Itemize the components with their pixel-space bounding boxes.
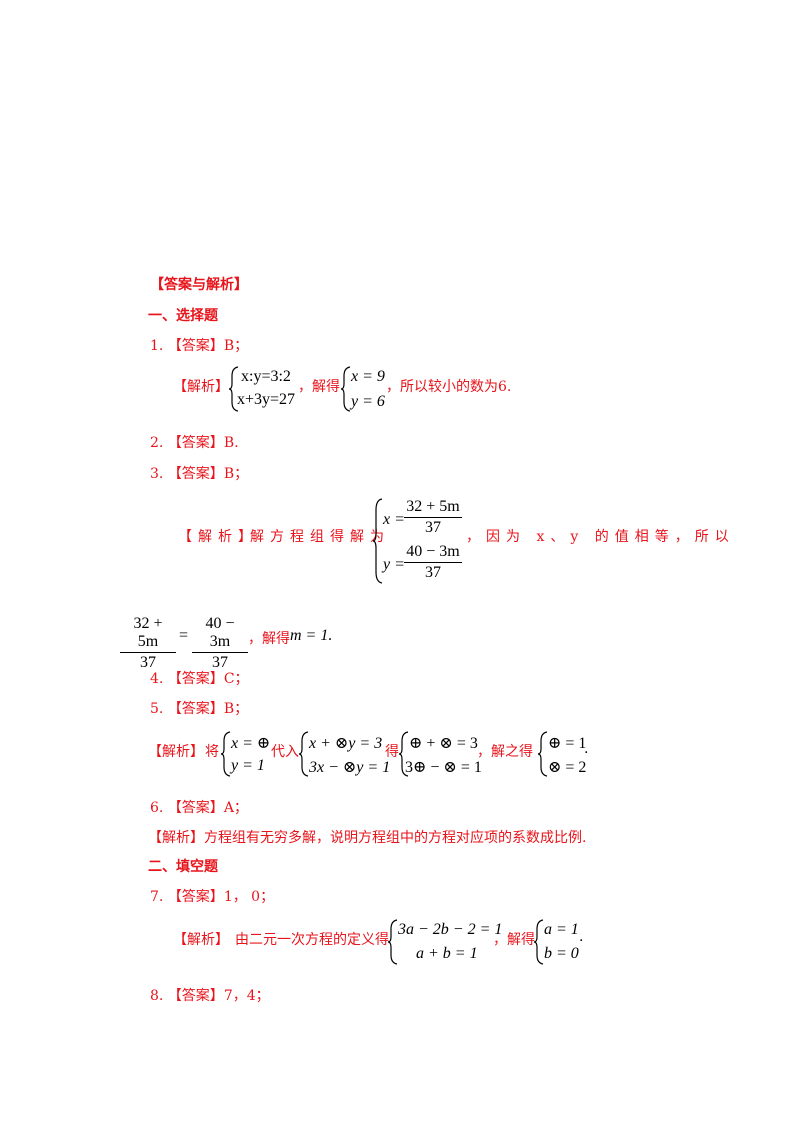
q6-analysis-text: 方程组有无穷多解，说明方程组中的方程对应项的系数成比例. — [204, 830, 587, 846]
q3-eq-tail: ，解得 — [248, 631, 290, 647]
q7-text2: ，解得 — [493, 932, 535, 948]
q3-text2: ，因为 x、y 的值相等，所以 — [466, 529, 735, 545]
q3-y-numerator: 40 − 3m — [406, 543, 460, 560]
q3-y-denominator: 37 — [425, 564, 441, 581]
q5-number: 5. — [150, 701, 164, 717]
q6-analysis-label: 【解析】 — [148, 830, 204, 846]
q5-c-eq1: ⊕ + ⊗ = 3 — [409, 735, 478, 752]
q7-number: 7. — [150, 889, 164, 905]
q3-x-denominator: 37 — [425, 519, 441, 536]
q5-answer-label: 【答案】 — [167, 701, 224, 717]
q2-answer: B. — [223, 435, 239, 451]
q1-answer-line: 1. 【答案】B； — [150, 335, 248, 355]
q5-text5: . — [584, 741, 589, 757]
q1-number: 1. — [150, 338, 164, 354]
q3-answer: B； — [223, 466, 249, 482]
q8-number: 8. — [150, 988, 164, 1004]
q5-text1: 将 — [205, 744, 219, 760]
q5-b-eq1: x + ⊗y = 3 — [309, 735, 383, 752]
q8-answer-line: 8. 【答案】7，4； — [150, 985, 270, 1005]
q8-answer: 7，4； — [223, 988, 270, 1004]
q3-answer-line: 3. 【答案】B； — [150, 463, 248, 483]
q6-answer-label: 【答案】 — [167, 800, 224, 816]
q3-eq-right-numerator: 40 − 3m — [205, 615, 235, 650]
q5-brace-b — [298, 731, 309, 777]
q3-analysis-label: 【解析】 — [178, 529, 258, 545]
q5-brace-a — [220, 731, 231, 777]
q5-text4: ，解之得 — [477, 744, 533, 760]
q3-brace — [372, 498, 383, 584]
q3-eq-left-denominator: 37 — [140, 654, 156, 671]
q2-answer-label: 【答案】 — [167, 435, 224, 451]
q5-b-eq2: 3x − ⊗y = 1 — [309, 759, 391, 776]
q7-sol1: a = 1 — [544, 921, 579, 938]
q1-solution-y: y = 6 — [351, 393, 385, 410]
q6-answer: A； — [223, 800, 248, 816]
q4-number: 4. — [150, 671, 164, 687]
q7-brace-2 — [533, 919, 544, 965]
section-fill-title: 二、填空题 — [148, 859, 218, 875]
q5-d-eq2: ⊗ = 2 — [548, 759, 587, 776]
q3-answer-label: 【答案】 — [167, 466, 224, 482]
q4-answer: C； — [223, 671, 249, 687]
q3-x-numerator: 32 + 5m — [406, 498, 460, 515]
q5-d-eq1: ⊕ = 1 — [548, 735, 587, 752]
q3-y-lhs: y = — [383, 556, 405, 573]
q3-text1: 解方程组得解为 — [250, 529, 390, 545]
q6-answer-line: 6. 【答案】A； — [150, 797, 248, 817]
q5-a-eq1: x = ⊕ — [231, 735, 271, 752]
q2-number: 2. — [150, 435, 164, 451]
q7-text1: 由二元一次方程的定义得 — [235, 932, 389, 948]
q3-x-lhs: x = — [383, 511, 405, 528]
q5-c-eq2: 3⊕ − ⊗ = 1 — [405, 759, 482, 776]
q7-sol2: b = 0 — [544, 945, 579, 962]
q7-answer-label: 【答案】 — [167, 889, 224, 905]
q5-text3: 得 — [385, 744, 399, 760]
q8-answer-label: 【答案】 — [167, 988, 224, 1004]
q3-eq-right-denominator: 37 — [212, 654, 228, 671]
q1-system-eq1: x:y=3:2 — [241, 368, 291, 385]
q7-analysis-label: 【解析】 — [173, 932, 229, 948]
q1-mid-text: ，解得 — [298, 379, 340, 395]
q1-answer-label: 【答案】 — [167, 338, 224, 354]
q3-number: 3. — [150, 466, 164, 482]
q1-solution-x: x = 9 — [351, 368, 385, 385]
q7-eq2: a + b = 1 — [416, 945, 478, 962]
q7-eq1: 3a − 2b − 2 = 1 — [398, 921, 503, 938]
q3-y-fraction: 40 − 3m 37 — [404, 543, 462, 582]
q1-answer: B； — [223, 338, 249, 354]
q3-eq-result: m = 1. — [290, 627, 333, 644]
q1-tail-text: ，所以较小的数为6. — [386, 379, 512, 395]
q7-answer: 1， 0； — [223, 889, 275, 905]
q7-answer-line: 7. 【答案】1， 0； — [150, 886, 274, 906]
q1-analysis-label: 【解析】 — [173, 379, 229, 395]
q1-brace-2 — [340, 366, 351, 412]
q3-eq-left-fraction: 32 + 5m 37 — [120, 615, 176, 672]
q2-answer-line: 2. 【答案】B. — [150, 432, 239, 452]
q7-brace-1 — [387, 919, 398, 965]
q5-analysis-label: 【解析】 — [148, 744, 204, 760]
q3-x-fraction: 32 + 5m 37 — [404, 498, 462, 537]
q4-answer-label: 【答案】 — [167, 671, 224, 687]
q6-number: 6. — [150, 800, 164, 816]
q5-answer: B； — [223, 701, 249, 717]
q1-brace-1 — [228, 366, 239, 412]
q3-eq-right-fraction: 40 − 3m 37 — [192, 615, 248, 672]
q5-answer-line: 5. 【答案】B； — [150, 698, 248, 718]
q1-system-eq2: x+3y=27 — [237, 391, 296, 408]
q5-a-eq2: y = 1 — [231, 757, 265, 774]
q5-brace-c — [398, 731, 409, 777]
q4-answer-line: 4. 【答案】C； — [150, 668, 249, 688]
q7-text3: . — [579, 929, 584, 945]
answers-heading: 【答案与解析】 — [150, 277, 248, 293]
q5-brace-d — [537, 731, 548, 777]
q5-text2: 代入 — [271, 744, 299, 760]
q3-eq-left-numerator: 32 + 5m — [133, 615, 163, 650]
section-choice-title: 一、选择题 — [148, 308, 218, 324]
q6-analysis-line: 【解析】方程组有无穷多解，说明方程组中的方程对应项的系数成比例. — [148, 827, 586, 847]
q3-eq-sign: = — [179, 627, 189, 644]
